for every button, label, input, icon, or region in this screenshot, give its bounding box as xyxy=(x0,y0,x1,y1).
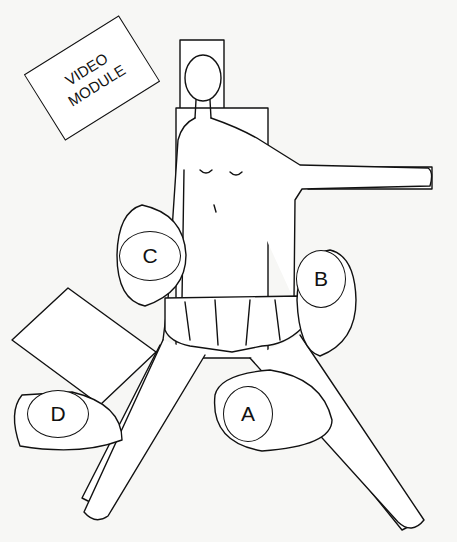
stool-seat xyxy=(117,205,186,306)
position-oval: A xyxy=(223,386,273,442)
patient-head xyxy=(185,55,221,101)
patient-chest-marks xyxy=(200,170,242,212)
position-oval: D xyxy=(27,390,89,438)
module-label: VIDEO MODULE xyxy=(52,44,131,113)
position-oval: C xyxy=(119,231,181,281)
position-oval: B xyxy=(296,250,346,308)
position-letter: A xyxy=(241,401,255,427)
stool-seat xyxy=(297,250,356,356)
position-letter: C xyxy=(142,243,157,269)
surgical-drape xyxy=(165,296,302,352)
equipment-cart xyxy=(12,288,156,405)
patient-neck xyxy=(195,100,211,118)
head-board xyxy=(180,40,224,112)
stool-seat xyxy=(215,370,332,451)
position-letter: B xyxy=(314,266,328,292)
drape-folds xyxy=(185,300,280,345)
position-letter: D xyxy=(50,401,65,427)
